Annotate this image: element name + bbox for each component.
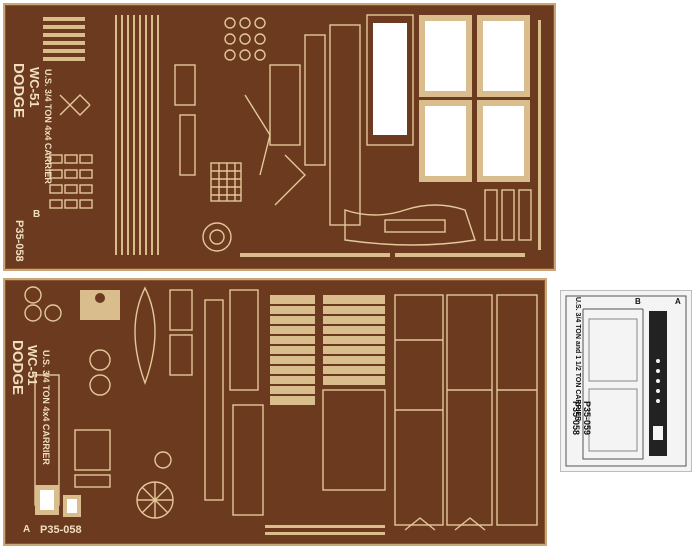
door-panels-a	[394, 294, 538, 526]
fret-b-parts	[43, 14, 541, 257]
mesh-square-b	[210, 162, 242, 202]
acetate-film-sheet: U.S. 3/4 TON and 1 1/2 TON CARRIER P35-0…	[560, 290, 692, 472]
fret-b-brand: DODGE	[10, 63, 27, 119]
small-parts-grid-b	[49, 94, 93, 209]
fret-b-code: P35-058	[13, 220, 25, 262]
left-column-parts-a	[34, 374, 111, 517]
striped-grilles-a	[270, 295, 386, 491]
film-letter-a: A	[675, 297, 681, 306]
photo-etch-fret-b: DODGE WC-51 U.S. 3/4 TON 4x4 CARRIER P35…	[3, 3, 556, 271]
film-code-1: P35-058	[571, 401, 581, 436]
fret-a-code: P35-058	[40, 524, 82, 536]
film-sheet-drawing	[565, 295, 687, 467]
fret-a-brand: DODGE	[9, 340, 26, 396]
fret-a-parts	[24, 286, 538, 535]
fret-a-model: WC-51	[25, 345, 40, 386]
round-parts-a	[24, 286, 174, 519]
dome-plate-a	[80, 290, 120, 320]
boat-plate-a	[134, 286, 156, 386]
film-letter-b: B	[635, 297, 641, 306]
right-parts-b	[484, 20, 541, 250]
fret-b-model: WC-51	[27, 67, 42, 108]
grille-strips-b	[43, 17, 85, 61]
fret-b-description: U.S. 3/4 TON 4x4 CARRIER	[43, 69, 53, 184]
round-parts-b	[202, 17, 266, 252]
fret-a-letter: A	[23, 524, 31, 535]
photo-etch-fret-a: DODGE WC-51 U.S. 3/4 TON 4x4 CARRIER P35…	[3, 278, 547, 546]
windscreen-frames-b	[366, 14, 530, 182]
rack-panels-a	[169, 289, 264, 516]
lower-bars-b	[240, 204, 525, 257]
long-rods-b	[115, 15, 159, 255]
bracket-parts-b	[174, 24, 361, 226]
film-code-2: P35-059	[582, 401, 592, 436]
fret-a-description: U.S. 3/4 TON 4x4 CARRIER	[41, 350, 51, 465]
bottom-bars-a	[265, 517, 486, 535]
fret-b-letter: B	[33, 209, 41, 220]
